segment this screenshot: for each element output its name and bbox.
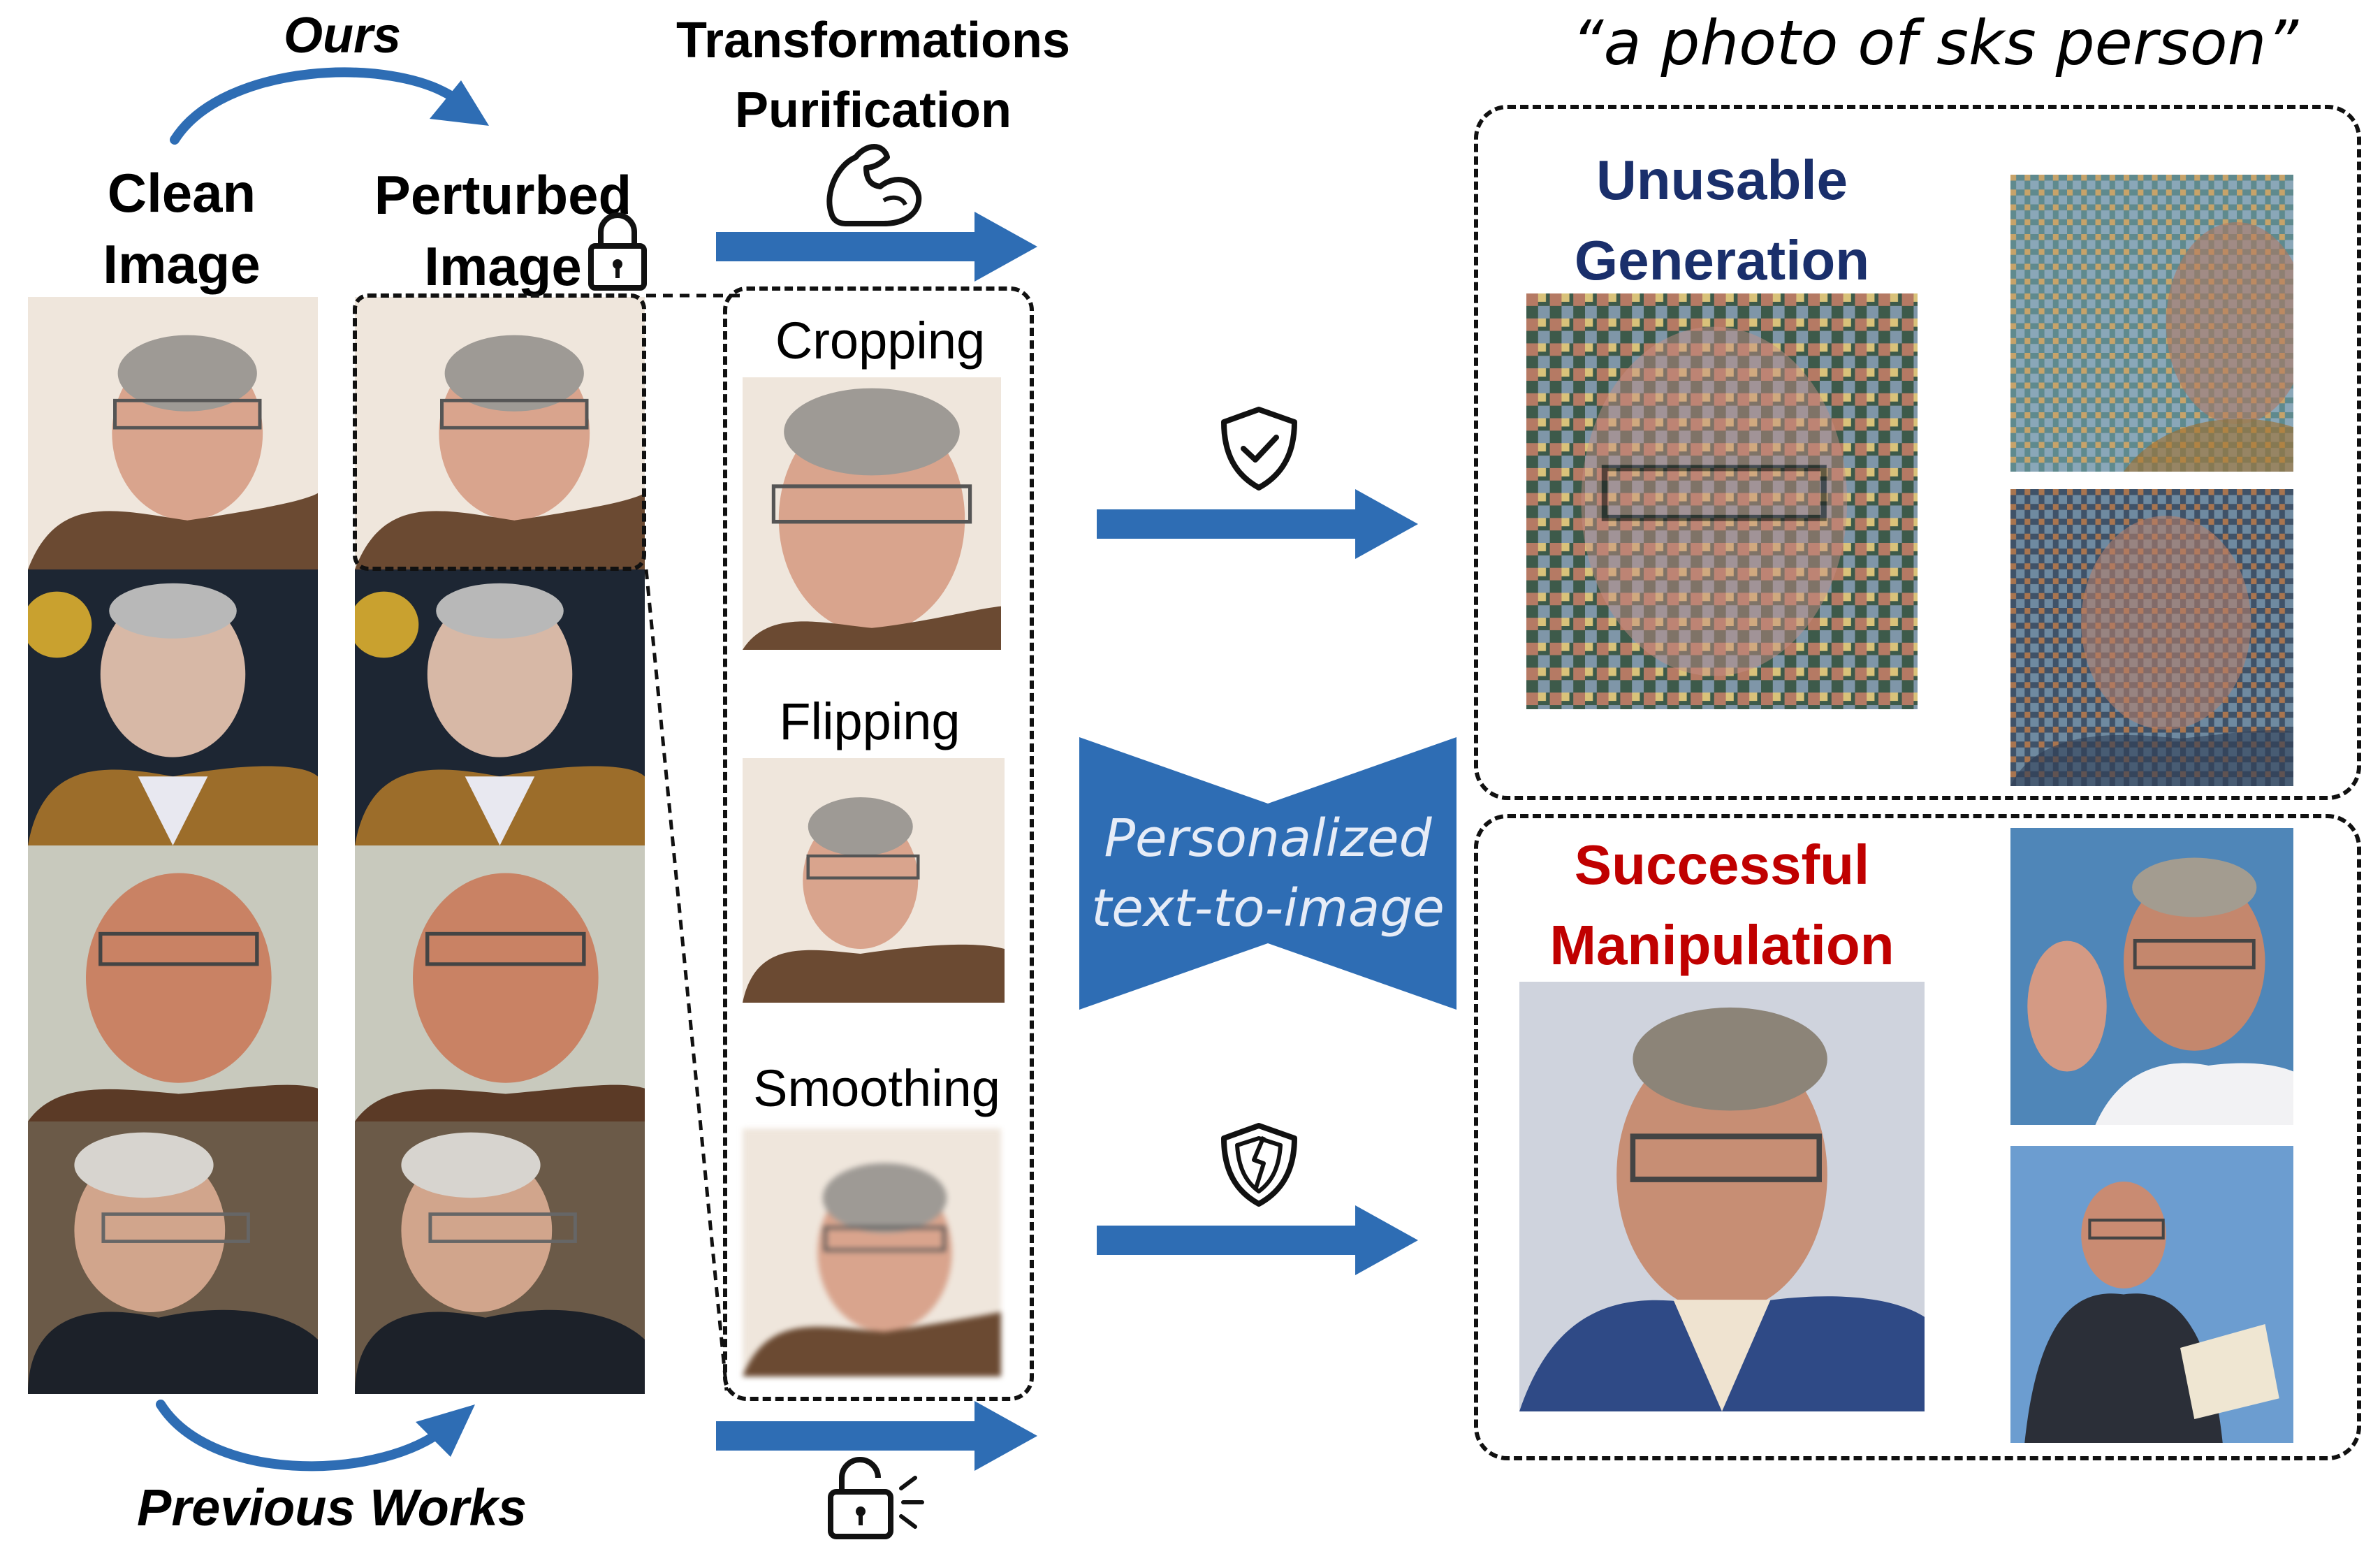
previous-works-label: Previous Works [137, 1479, 527, 1537]
shield-check-icon [1221, 407, 1297, 491]
manipulated-output-main [1519, 982, 1925, 1411]
unprotected-output-arrow [1097, 1205, 1418, 1275]
successful-manipulation-frame [1474, 814, 2361, 1460]
cropping-label: Cropping [775, 312, 986, 370]
prompt-title: “a photo of sks person” [1572, 7, 2298, 79]
padlock-open-icon [828, 1457, 924, 1539]
flipping-photo [743, 758, 1005, 1003]
padlock-closed-icon [588, 212, 647, 291]
successful-manipulation-title: Successful Manipulation [1549, 834, 1894, 976]
smoothing-photo [743, 1128, 1001, 1377]
perturbed-photo-1 [355, 297, 645, 569]
transform-arrow-bottom [716, 1401, 1037, 1471]
personalized-t2i-label: Personalized text-to-image [1091, 808, 1445, 938]
perturbed-photo-2 [355, 569, 645, 845]
ours-label: Ours [283, 8, 402, 64]
manipulated-output-bottom [2010, 1146, 2293, 1443]
unusable-output-bottom [2010, 489, 2293, 786]
unusable-generation-title: Unusable Generation [1574, 149, 1870, 291]
ours-curved-arrow [170, 67, 489, 145]
clean-photo-4 [28, 1121, 318, 1394]
clean-photo-1 [28, 297, 318, 569]
transformations-frame [723, 286, 1034, 1401]
clean-photo-3 [28, 845, 318, 1121]
transformations-purification-label: Transformations Purification [676, 13, 1071, 138]
flipping-label: Flipping [779, 692, 961, 750]
perturbed-photo-3 [355, 845, 645, 1121]
perturbed-photo-4 [355, 1121, 645, 1394]
unusable-generation-frame [1474, 105, 2361, 800]
cropping-photo [743, 377, 1001, 650]
shield-broken-icon [1221, 1123, 1297, 1207]
clean-image-label: Clean Image [103, 162, 261, 295]
smoothing-label: Smoothing [753, 1059, 1000, 1117]
previous-works-curved-arrow [156, 1400, 475, 1472]
personalized-model-bowtie [1079, 737, 1457, 1010]
clean-photo-2 [28, 569, 318, 845]
manipulated-output-top [2010, 828, 2293, 1125]
selected-image-frame [353, 293, 646, 571]
flexed-arm-icon [826, 144, 922, 226]
transform-arrow-top [716, 212, 1037, 282]
protected-output-arrow [1097, 489, 1418, 559]
perturbed-image-label: Perturbed Image [374, 164, 632, 297]
unusable-output-top [2010, 175, 2293, 472]
unusable-output-main [1526, 293, 1918, 709]
